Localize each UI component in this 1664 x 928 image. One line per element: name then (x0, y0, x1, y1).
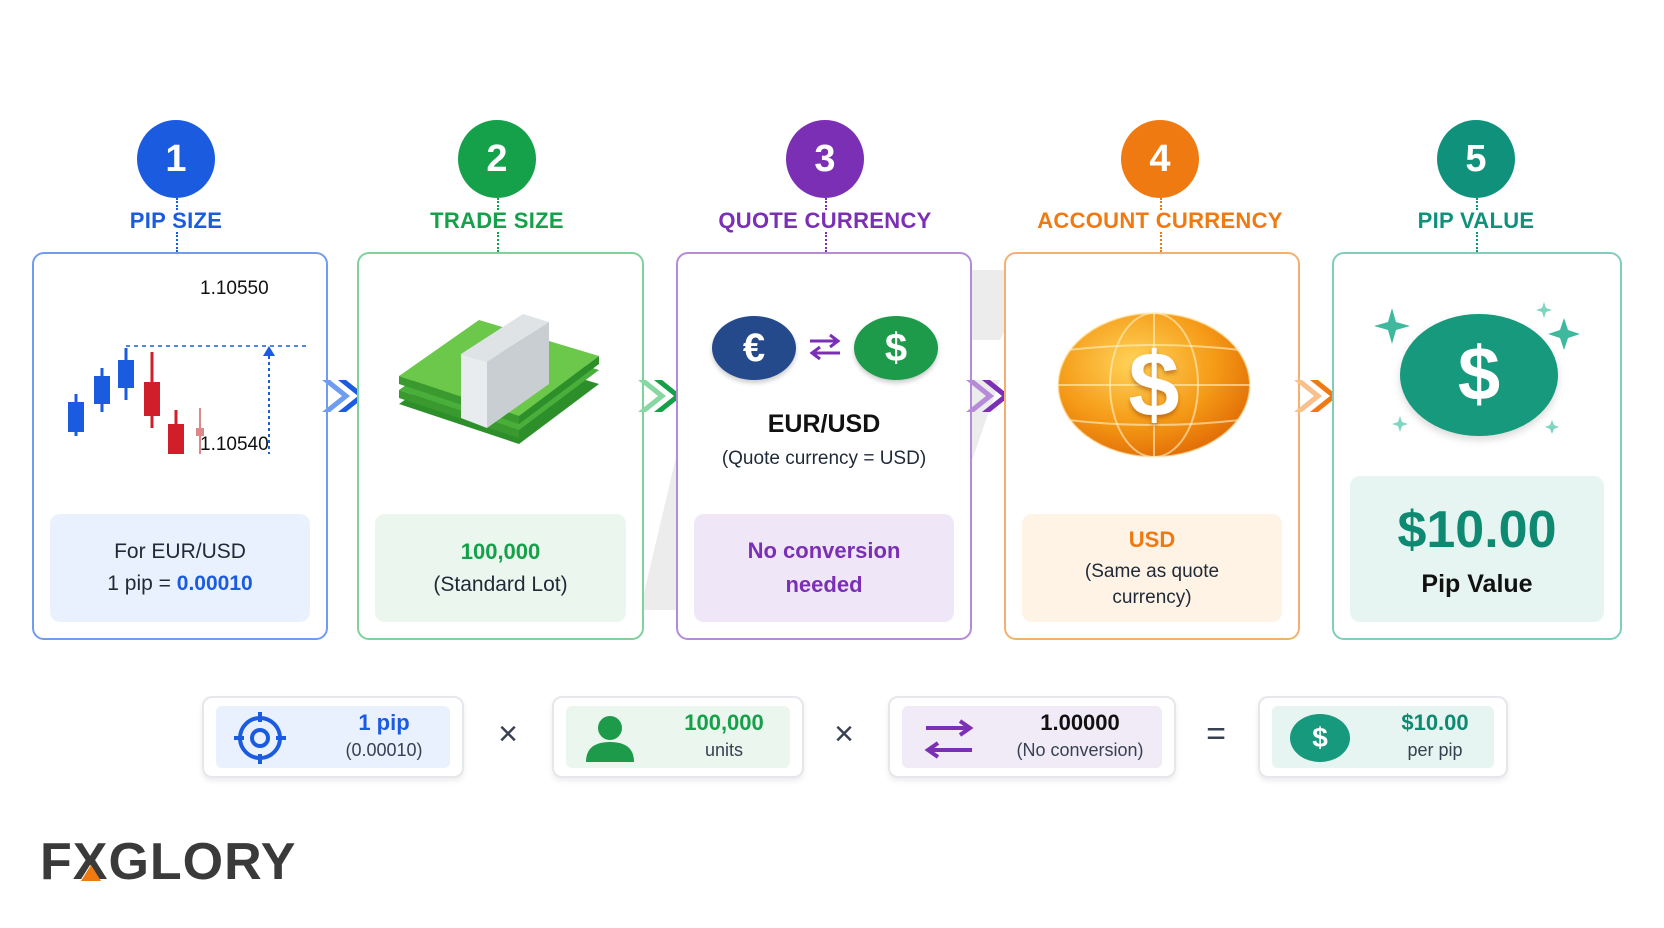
trade-size-value: 100,000 (460, 539, 541, 564)
trade-size-panel: 100,000 (Standard Lot) (375, 514, 626, 622)
formula-rate-box: 1.00000 (No conversion) (888, 696, 1176, 778)
formula-units-text: 100,000 units (654, 710, 794, 761)
connector-5a (1476, 198, 1478, 210)
card-account-currency: $ USD (Same as quote currency) (1004, 252, 1300, 640)
account-currency-panel: USD (Same as quote currency) (1022, 514, 1282, 622)
formula-pip-text: 1 pip (0.00010) (314, 710, 454, 761)
currency-pair: EUR/USD (767, 410, 881, 438)
connector-4a (1160, 198, 1162, 210)
globe-dollar-icon (1057, 312, 1251, 458)
connector-4b (1160, 232, 1162, 252)
formula-units-value: 100,000 (684, 710, 764, 735)
pip-value-panel: $10.00 Pip Value (1350, 476, 1604, 622)
formula-pip-value: 1 pip (358, 710, 410, 735)
formula-pip-box: 1 pip (0.00010) (202, 696, 464, 778)
step-4-title: ACCOUNT CURRENCY (1037, 208, 1283, 233)
trade-size-label: (Standard Lot) (433, 573, 568, 596)
formula-rate-sub: (No conversion) (1016, 740, 1144, 760)
step-1-title: PIP SIZE (129, 208, 223, 233)
step-3-title: QUOTE CURRENCY (718, 208, 932, 233)
pip-size-prefix: 1 pip = (107, 572, 177, 595)
equals-operator: = (1206, 715, 1226, 753)
step-4-header: 4 ACCOUNT CURRENCY (1020, 120, 1300, 234)
formula-result-box: $ $10.00 per pip (1258, 696, 1508, 778)
step-2-badge: 2 (458, 120, 536, 198)
conversion-panel: No conversion needed (694, 514, 954, 622)
step-5-title: PIP VALUE (1417, 208, 1535, 233)
pip-value-dollar-icon: $ (1400, 314, 1558, 436)
formula-rate-value: 1.00000 (1040, 710, 1120, 735)
formula-result-text: $10.00 per pip (1370, 710, 1500, 761)
formula-rate-bg (902, 706, 1162, 768)
connector-2b (497, 232, 499, 252)
formula-units-sub: units (704, 740, 744, 760)
logo-part-x: X (72, 833, 109, 891)
step-3-header: 3 QUOTE CURRENCY (705, 120, 945, 234)
step-5-header: 5 PIP VALUE (1386, 120, 1566, 234)
formula-units-box: 100,000 units (552, 696, 804, 778)
target-icon (234, 712, 286, 764)
formula-rate-text: 1.00000 (No conversion) (990, 710, 1170, 761)
logo-part-glory: GLORY (108, 833, 297, 891)
connector-1b (176, 232, 178, 252)
globe-dollar-symbol: $ (1128, 334, 1180, 436)
pip-value-amount: $10.00 (1397, 500, 1557, 559)
account-currency-line1: (Same as quote (1084, 561, 1220, 582)
account-currency-line2: currency) (1112, 587, 1192, 608)
price-low-label: 1.10540 (200, 434, 269, 455)
connector-5b (1476, 232, 1478, 252)
exchange-arrows-icon (809, 333, 841, 361)
step-3-badge: 3 (786, 120, 864, 198)
account-currency-value: USD (1128, 527, 1176, 552)
price-high-label: 1.10550 (200, 278, 269, 299)
connector-3a (825, 198, 827, 210)
pip-size-panel: For EUR/USD 1 pip = 0.00010 (50, 514, 310, 622)
conversion-line2: needed (785, 572, 863, 597)
multiply-operator: × (834, 715, 854, 753)
step-2-title: TRADE SIZE (430, 208, 564, 233)
formula-result-value: $10.00 (1401, 710, 1469, 735)
step-5-badge: 5 (1437, 120, 1515, 198)
logo-part-f: F (40, 833, 73, 891)
quote-currency-note: (Quote currency = USD) (721, 448, 927, 469)
euro-coin-icon: € (712, 316, 796, 380)
formula-pip-sub: (0.00010) (345, 740, 423, 760)
card-quote-currency: € $ EUR/USD (Quote currency = USD) No co… (676, 252, 972, 640)
pip-value-label: Pip Value (1421, 569, 1533, 598)
step-1-header: 1 PIP SIZE (116, 120, 236, 234)
cash-stack-icon (399, 314, 599, 444)
connector-1a (176, 198, 178, 210)
candlestick-chart-icon (68, 345, 309, 454)
logo-accent-triangle (80, 865, 101, 881)
swap-arrows-icon (924, 719, 974, 759)
step-4-badge: 4 (1121, 120, 1199, 198)
step-2-header: 2 TRADE SIZE (397, 120, 597, 234)
connector-2a (497, 198, 499, 210)
pip-size-line2: 1 pip = 0.00010 (107, 572, 252, 596)
user-icon (586, 716, 634, 762)
dollar-coin-icon: $ (854, 316, 938, 380)
sparkle-icon (1374, 302, 1580, 434)
card-pip-size: 1.10550 1.10540 For EUR/USD 1 pip = 0.00… (32, 252, 328, 640)
multiply-operator: × (498, 715, 518, 753)
conversion-line1: No conversion (747, 538, 901, 563)
formula-dollar-icon: $ (1290, 714, 1350, 762)
pip-size-line1: For EUR/USD (114, 540, 246, 563)
step-1-badge: 1 (137, 120, 215, 198)
card-trade-size: 100,000 (Standard Lot) (357, 252, 644, 640)
pip-size-value: 0.00010 (176, 572, 253, 595)
formula-result-sub: per pip (1407, 740, 1463, 760)
connector-3b (825, 232, 827, 252)
card-pip-value: $ $10.00 Pip Value (1332, 252, 1622, 640)
